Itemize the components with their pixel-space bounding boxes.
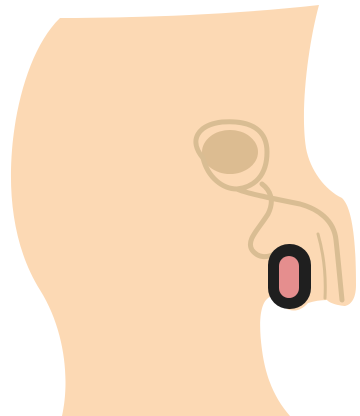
- bladder-fill: [202, 130, 258, 174]
- body-silhouette: [11, 5, 356, 416]
- testicle-inner: [279, 256, 299, 298]
